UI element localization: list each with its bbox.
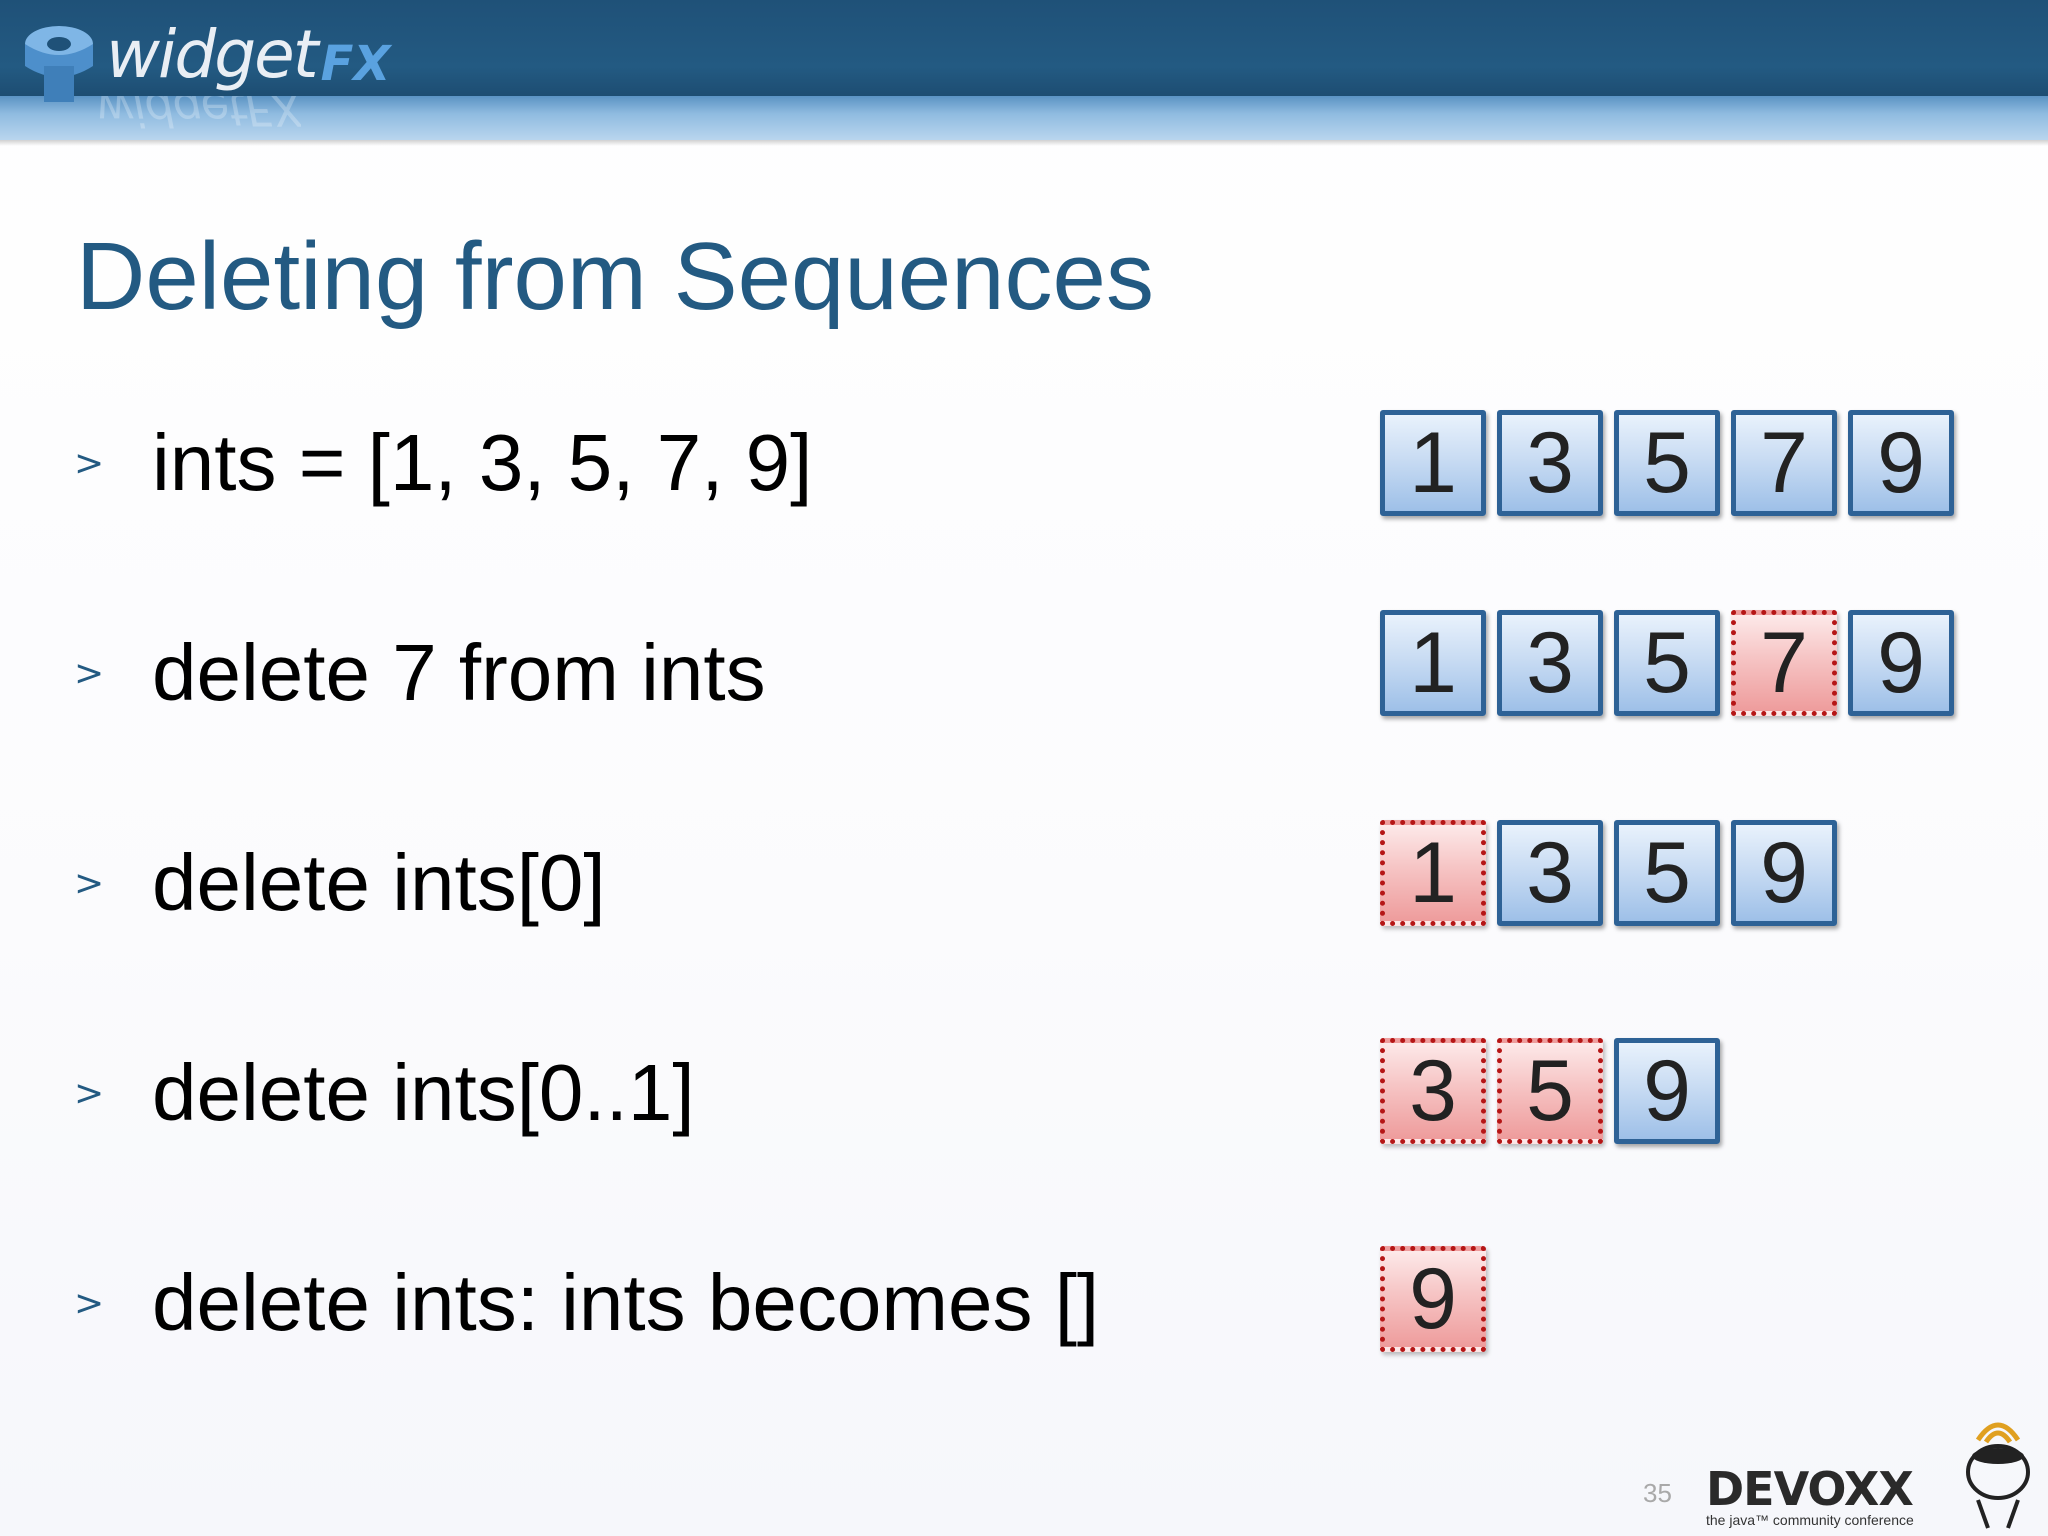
bullet-item: > ints = [1, 3, 5, 7, 9] [74,418,812,508]
header-shadow [0,140,2048,146]
header-band [0,0,2048,96]
devoxx-tagline: the java™ community conference [1706,1512,1914,1528]
bullet-text: delete ints[0] [152,838,606,927]
bullet-marker: > [74,442,105,484]
bullet-marker: > [74,1072,105,1114]
sequence-element-box: 1 [1380,410,1486,516]
logo-suffix: FX [320,36,391,92]
bullet-marker: > [74,652,105,694]
sequence-element-box: 5 [1614,410,1720,516]
bullet-marker: > [74,1282,105,1324]
bullet-item: > delete ints[0..1] [74,1048,695,1138]
sequence-element-box: 3 [1497,410,1603,516]
bullet-text: delete 7 from ints [152,628,766,717]
deleted-element-box: 9 [1380,1246,1486,1352]
logo-word: widget [106,16,319,93]
sequence-element-box: 9 [1848,610,1954,716]
sequence-element-box: 3 [1497,820,1603,926]
sequence-element-box: 5 [1614,820,1720,926]
page-number: 35 [1643,1478,1672,1508]
deleted-element-box: 7 [1731,610,1837,716]
bullet-text: delete ints: ints becomes [] [152,1258,1100,1347]
bullet-item: > delete ints[0] [74,838,606,928]
sequence-element-box: 9 [1848,410,1954,516]
sequence-element-box: 9 [1731,820,1837,926]
bullet-marker: > [74,862,105,904]
logo-reflection: widgetFX [96,96,302,136]
deleted-element-box: 5 [1497,1038,1603,1144]
sequence-element-box: 7 [1731,410,1837,516]
devoxx-logo: DEVOXX the java™ community conference [1700,1400,2048,1536]
bullet-item: > delete 7 from ints [74,628,766,718]
mascot-icon [1966,1422,2030,1529]
deleted-element-box: 3 [1380,1038,1486,1144]
bullet-item: > delete ints: ints becomes [] [74,1258,1099,1348]
header-strip [0,96,2048,140]
devoxx-wordmark: DEVOXX [1706,1462,1914,1516]
sequence-element-box: 5 [1614,610,1720,716]
sequence-row: 9 [1380,1246,1497,1352]
sequence-element-box: 9 [1614,1038,1720,1144]
bullet-text: delete ints[0..1] [152,1048,695,1137]
sequence-element-box: 1 [1380,610,1486,716]
slide-title: Deleting from Sequences [76,223,1154,330]
bullet-text: ints = [1, 3, 5, 7, 9] [152,418,813,507]
widgetfx-logo: widget FX [22,16,391,102]
hex-nut-icon [25,26,93,102]
sequence-element-box: 3 [1497,610,1603,716]
deleted-element-box: 1 [1380,820,1486,926]
